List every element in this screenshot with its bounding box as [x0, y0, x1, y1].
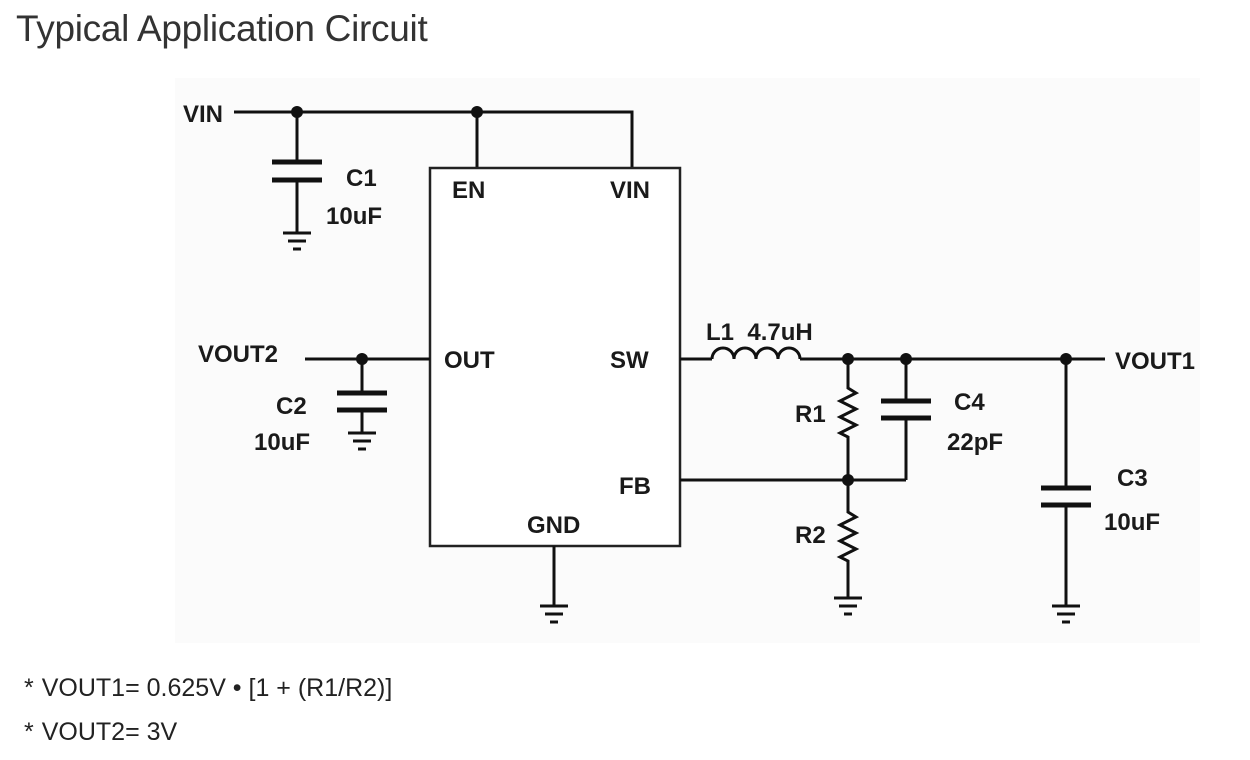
ground-icon — [348, 431, 376, 451]
note-vout2: *VOUT2= 3V — [24, 718, 177, 747]
bullet-asterisk: * — [24, 674, 34, 702]
l1-label: L1 4.7uH — [706, 319, 813, 346]
pin-vin-label: VIN — [610, 177, 650, 204]
page-title: Typical Application Circuit — [16, 8, 428, 49]
bullet-asterisk: * — [24, 718, 34, 746]
c2-value-label: 10uF — [254, 429, 310, 456]
vout1-label: VOUT1 — [1115, 348, 1195, 375]
c4-name-label: C4 — [954, 389, 985, 416]
pin-sw-label: SW — [610, 347, 649, 374]
ic-body — [428, 166, 682, 548]
junction-vin-en — [471, 106, 483, 118]
r1-label: R1 — [795, 401, 826, 428]
capacitor-c3 — [1041, 359, 1091, 606]
pin-out-label: OUT — [444, 347, 495, 374]
note-vout2-text: VOUT2= 3V — [41, 718, 178, 746]
inductor-l1 — [710, 346, 802, 360]
capacitor-c4 — [881, 359, 931, 480]
resistor-r1 — [836, 359, 860, 480]
resistor-r2 — [836, 480, 860, 598]
c1-name-label: C1 — [346, 165, 377, 192]
r2-label: R2 — [795, 522, 826, 549]
c1-value-label: 10uF — [326, 203, 382, 230]
ground-icon — [1052, 604, 1080, 624]
c3-name-label: C3 — [1117, 465, 1148, 492]
pin-gnd-label: GND — [527, 512, 580, 539]
pin-fb-label: FB — [619, 473, 651, 500]
c3-value-label: 10uF — [1104, 509, 1160, 536]
capacitor-c1 — [272, 112, 322, 233]
vin-input-label: VIN — [183, 101, 223, 128]
ground-icon — [834, 596, 862, 616]
pin-en-label: EN — [452, 177, 485, 204]
vout2-label: VOUT2 — [198, 341, 278, 368]
capacitor-c2 — [337, 359, 387, 433]
c4-value-label: 22pF — [947, 429, 1003, 456]
note-vout1-text: VOUT1= 0.625V • [1 + (R1/R2)] — [41, 674, 393, 702]
ground-icon — [540, 604, 568, 624]
vin-rail — [234, 106, 634, 168]
circuit-schematic: VIN C1 10uF EN VIN OUT SW FB GND VOUT2 C… — [183, 101, 1196, 624]
c2-name-label: C2 — [276, 393, 307, 420]
note-vout1: *VOUT1= 0.625V • [1 + (R1/R2)] — [24, 674, 392, 703]
ground-icon — [283, 231, 311, 251]
